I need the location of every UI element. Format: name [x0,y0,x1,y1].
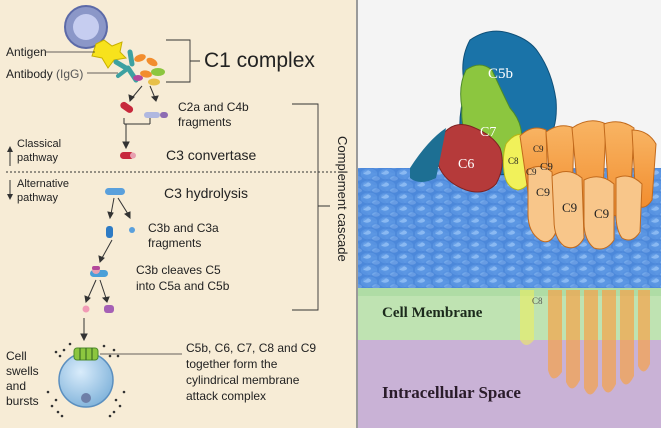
mac-pore-lower [548,290,650,395]
svg-text:Antibody (IgG): Antibody (IgG) [6,67,83,81]
c9-large-label-1: C9 [536,185,550,199]
c8-faded-shape [520,290,534,345]
c3-hydrolysis-label: C3 hydrolysis [164,185,248,201]
c3b-c3a-line2: fragments [148,236,201,250]
cell-membrane-label: Cell Membrane [382,305,483,321]
classical-arrow-icon [7,146,13,166]
c9-small-label-3: C9 [540,161,553,173]
antigen-cell [64,5,108,49]
antibody-type-label: (IgG) [56,67,83,81]
alternative-line1: Alternative [17,178,69,190]
panel-divider [356,0,358,428]
c7-label: C7 [480,125,496,140]
c9-small-label-1: C9 [533,144,544,154]
c5a-c5b-fragments [82,305,114,313]
c5b-label: C5b [488,66,513,82]
mac-description-line3: cylindrical membrane [186,373,300,387]
cascade-arrows [80,85,159,342]
right-panel: C8 C5b C7 C6 C8 C9 C9 C9 C9 [358,0,661,428]
antigen-label: Antigen [6,45,47,59]
c9-ring [519,120,657,250]
cell-outcome-line3: and [6,379,26,393]
c9-large-label-2: C9 [562,200,577,215]
c9-large-label-3: C9 [594,206,609,221]
c8-label: C8 [508,156,519,166]
mac-description-line2: together form the [186,357,278,371]
c3b-c3a-line1: C3b and C3a [148,221,219,235]
c2a-c4b-line2: fragments [178,115,231,129]
cell-outcome-line2: swells [6,364,39,378]
c5-cleavage-molecule [90,266,108,277]
c3-molecule [105,188,125,195]
c3-convertase-label: C3 convertase [166,147,256,163]
c3b-cleaves-line2: into C5a and C5b [136,279,230,293]
alternative-line2: pathway [17,192,58,204]
c9-small-label-2: C9 [526,167,537,177]
svg-text:C5b, C6, C7, C8 and C9 tog: C5b, C6, C7, C8 and C9 together form the… [186,341,319,403]
intracellular-space-label: Intracellular Space [382,383,521,402]
c3-convertase-molecule [120,152,136,159]
mac-description-line4: attack complex [186,389,266,403]
classical-line1: Classical [17,138,61,150]
c8-faded-label: C8 [532,296,543,306]
c6-label: C6 [458,157,474,172]
antigen-shape [91,39,128,69]
complement-cascade-label: Complement cascade [335,136,350,262]
c1-complex-shape [133,54,165,86]
c2a-c4b-fragments [120,101,168,118]
c3b-cleaves-line1: C3b cleaves C5 [136,263,221,277]
c1-complex-label: C1 complex [204,49,315,72]
classical-line2: pathway [17,152,58,164]
cascade-bracket [292,103,330,311]
mac-description-line1: C5b, C6, C7, C8 and C9 [186,341,316,355]
c2a-c4b-line1: C2a and C4b [178,100,249,114]
svg-text:Cell swells and bu: Cell swells and bursts [6,349,42,408]
cell-outcome-line1: Cell [6,349,27,363]
alternative-arrow-icon [7,180,13,200]
cell-outcome-line4: bursts [6,394,39,408]
bursting-cell [46,342,126,418]
c3b-c3a-fragments [106,226,135,238]
antibody-label: Antibody [6,67,53,81]
